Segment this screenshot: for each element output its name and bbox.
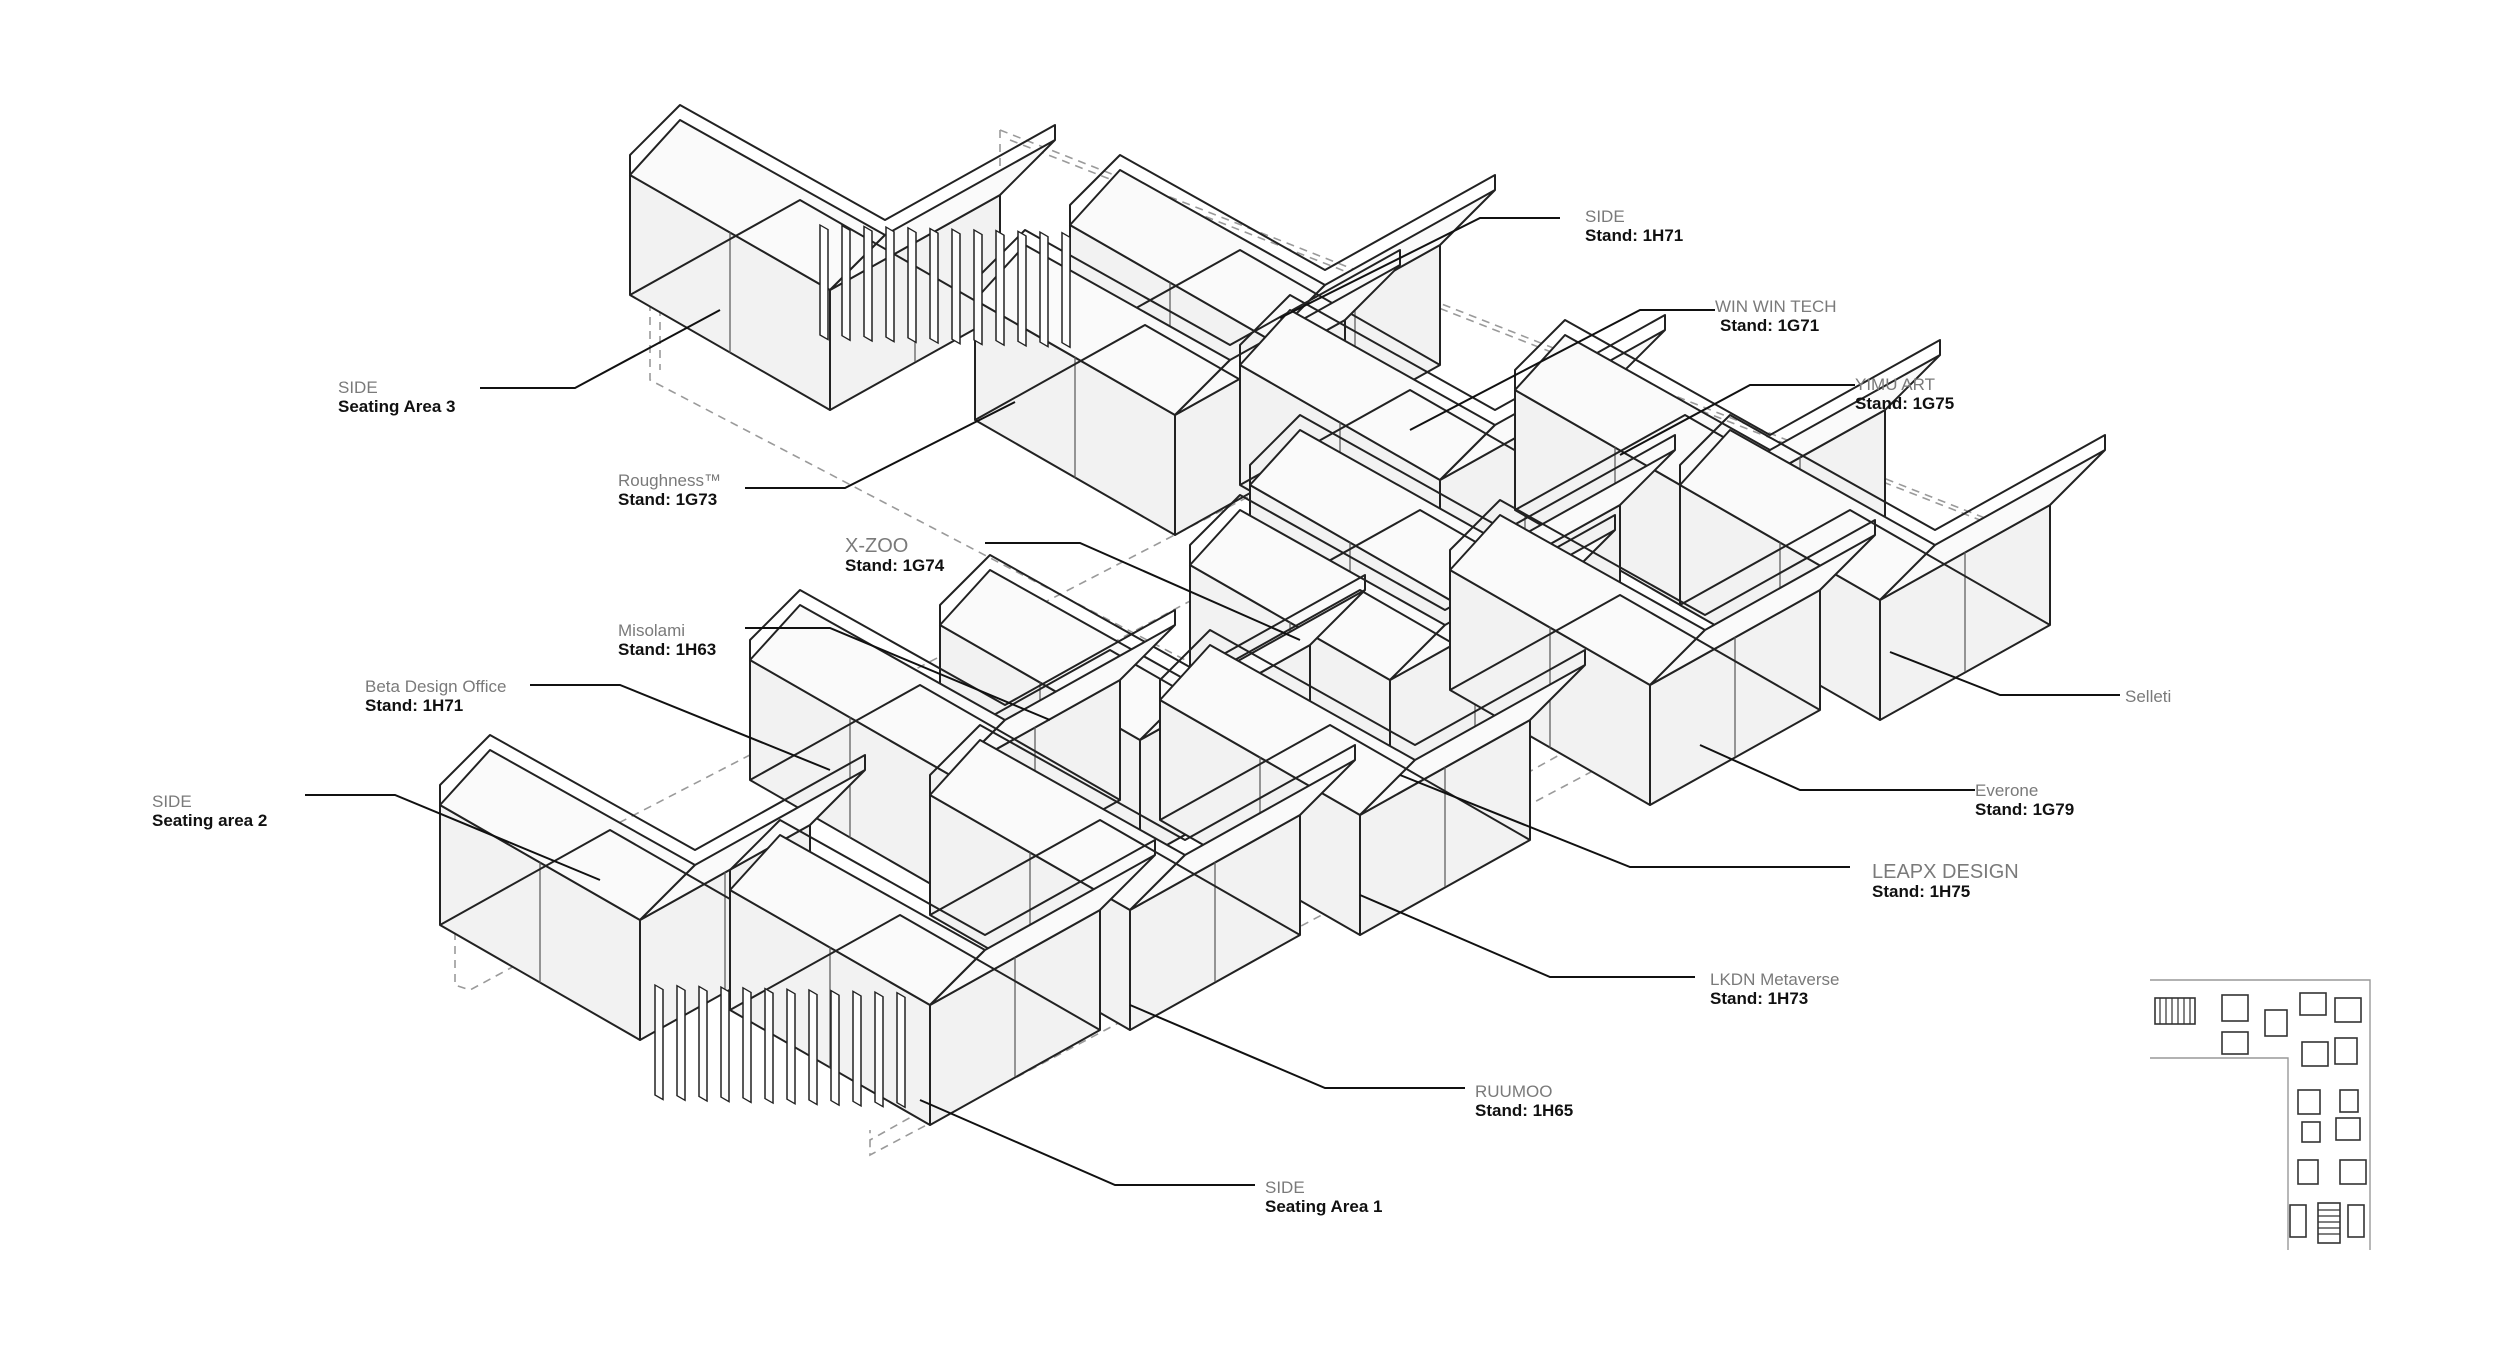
label-stand: Stand: 1H75 bbox=[1872, 882, 1970, 901]
booths bbox=[439, 104, 2106, 1126]
label-name: Beta Design Office bbox=[365, 677, 506, 696]
label-stand: Stand: 1G79 bbox=[1975, 800, 2074, 819]
label-roughness: Roughness™ Stand: 1G73 bbox=[618, 471, 721, 509]
label-stand: Stand: 1G73 bbox=[618, 490, 717, 509]
label-ruumoo: RUUMOO Stand: 1H65 bbox=[1475, 1082, 1573, 1120]
label-name: YIMU ART bbox=[1855, 375, 1935, 394]
label-name: WIN WIN TECH bbox=[1715, 297, 1837, 316]
label-stand: Stand: 1H65 bbox=[1475, 1101, 1573, 1120]
label-lkdn-metaverse: LKDN Metaverse Stand: 1H73 bbox=[1710, 970, 1839, 1008]
label-name: Everone bbox=[1975, 781, 2038, 800]
label-win-win-tech: WIN WIN TECH Stand: 1G71 bbox=[1715, 297, 1837, 335]
label-side-1h71: SIDE Stand: 1H71 bbox=[1585, 207, 1683, 245]
label-selleti: Selleti bbox=[2125, 687, 2171, 706]
label-name: SIDE bbox=[338, 378, 378, 397]
label-stand: Stand: 1H63 bbox=[618, 640, 716, 659]
label-name: Selleti bbox=[2125, 687, 2171, 706]
label-misolami: Misolami Stand: 1H63 bbox=[618, 621, 716, 659]
label-stand: Stand: 1H71 bbox=[365, 696, 463, 715]
label-name: Misolami bbox=[618, 621, 685, 640]
label-name: RUUMOO bbox=[1475, 1082, 1552, 1101]
label-name: LKDN Metaverse bbox=[1710, 970, 1839, 989]
label-beta-design-office: Beta Design Office Stand: 1H71 bbox=[365, 677, 506, 715]
label-everone: Everone Stand: 1G79 bbox=[1975, 781, 2074, 819]
label-name: SIDE bbox=[1265, 1178, 1305, 1197]
leader-lines bbox=[305, 217, 2120, 1186]
label-stand: Stand: 1G71 bbox=[1720, 316, 1819, 335]
label-leapx-design: LEAPX DESIGN Stand: 1H75 bbox=[1872, 861, 2019, 901]
label-name: SIDE bbox=[152, 792, 192, 811]
label-stand: Stand: 1G75 bbox=[1855, 394, 1954, 413]
label-name: Roughness™ bbox=[618, 471, 721, 490]
label-stand: Stand: 1H73 bbox=[1710, 989, 1808, 1008]
label-yimu-art: YIMU ART Stand: 1G75 bbox=[1855, 375, 1954, 413]
label-stand: Stand: 1G74 bbox=[845, 556, 945, 575]
key-plan-map bbox=[2150, 979, 2371, 1250]
label-side-seating-3: SIDE Seating Area 3 bbox=[338, 378, 455, 416]
label-x-zoo: X-ZOO Stand: 1G74 bbox=[845, 535, 945, 575]
label-stand: Seating Area 1 bbox=[1265, 1197, 1382, 1216]
label-side-seating-2: SIDE Seating area 2 bbox=[152, 792, 267, 830]
label-name: SIDE bbox=[1585, 207, 1625, 226]
label-stand: Seating Area 3 bbox=[338, 397, 455, 416]
label-name: LEAPX DESIGN bbox=[1872, 861, 2019, 883]
label-side-seating-1: SIDE Seating Area 1 bbox=[1265, 1178, 1382, 1216]
label-name: X-ZOO bbox=[845, 535, 908, 557]
label-stand: Seating area 2 bbox=[152, 811, 267, 830]
label-stand: Stand: 1H71 bbox=[1585, 226, 1683, 245]
